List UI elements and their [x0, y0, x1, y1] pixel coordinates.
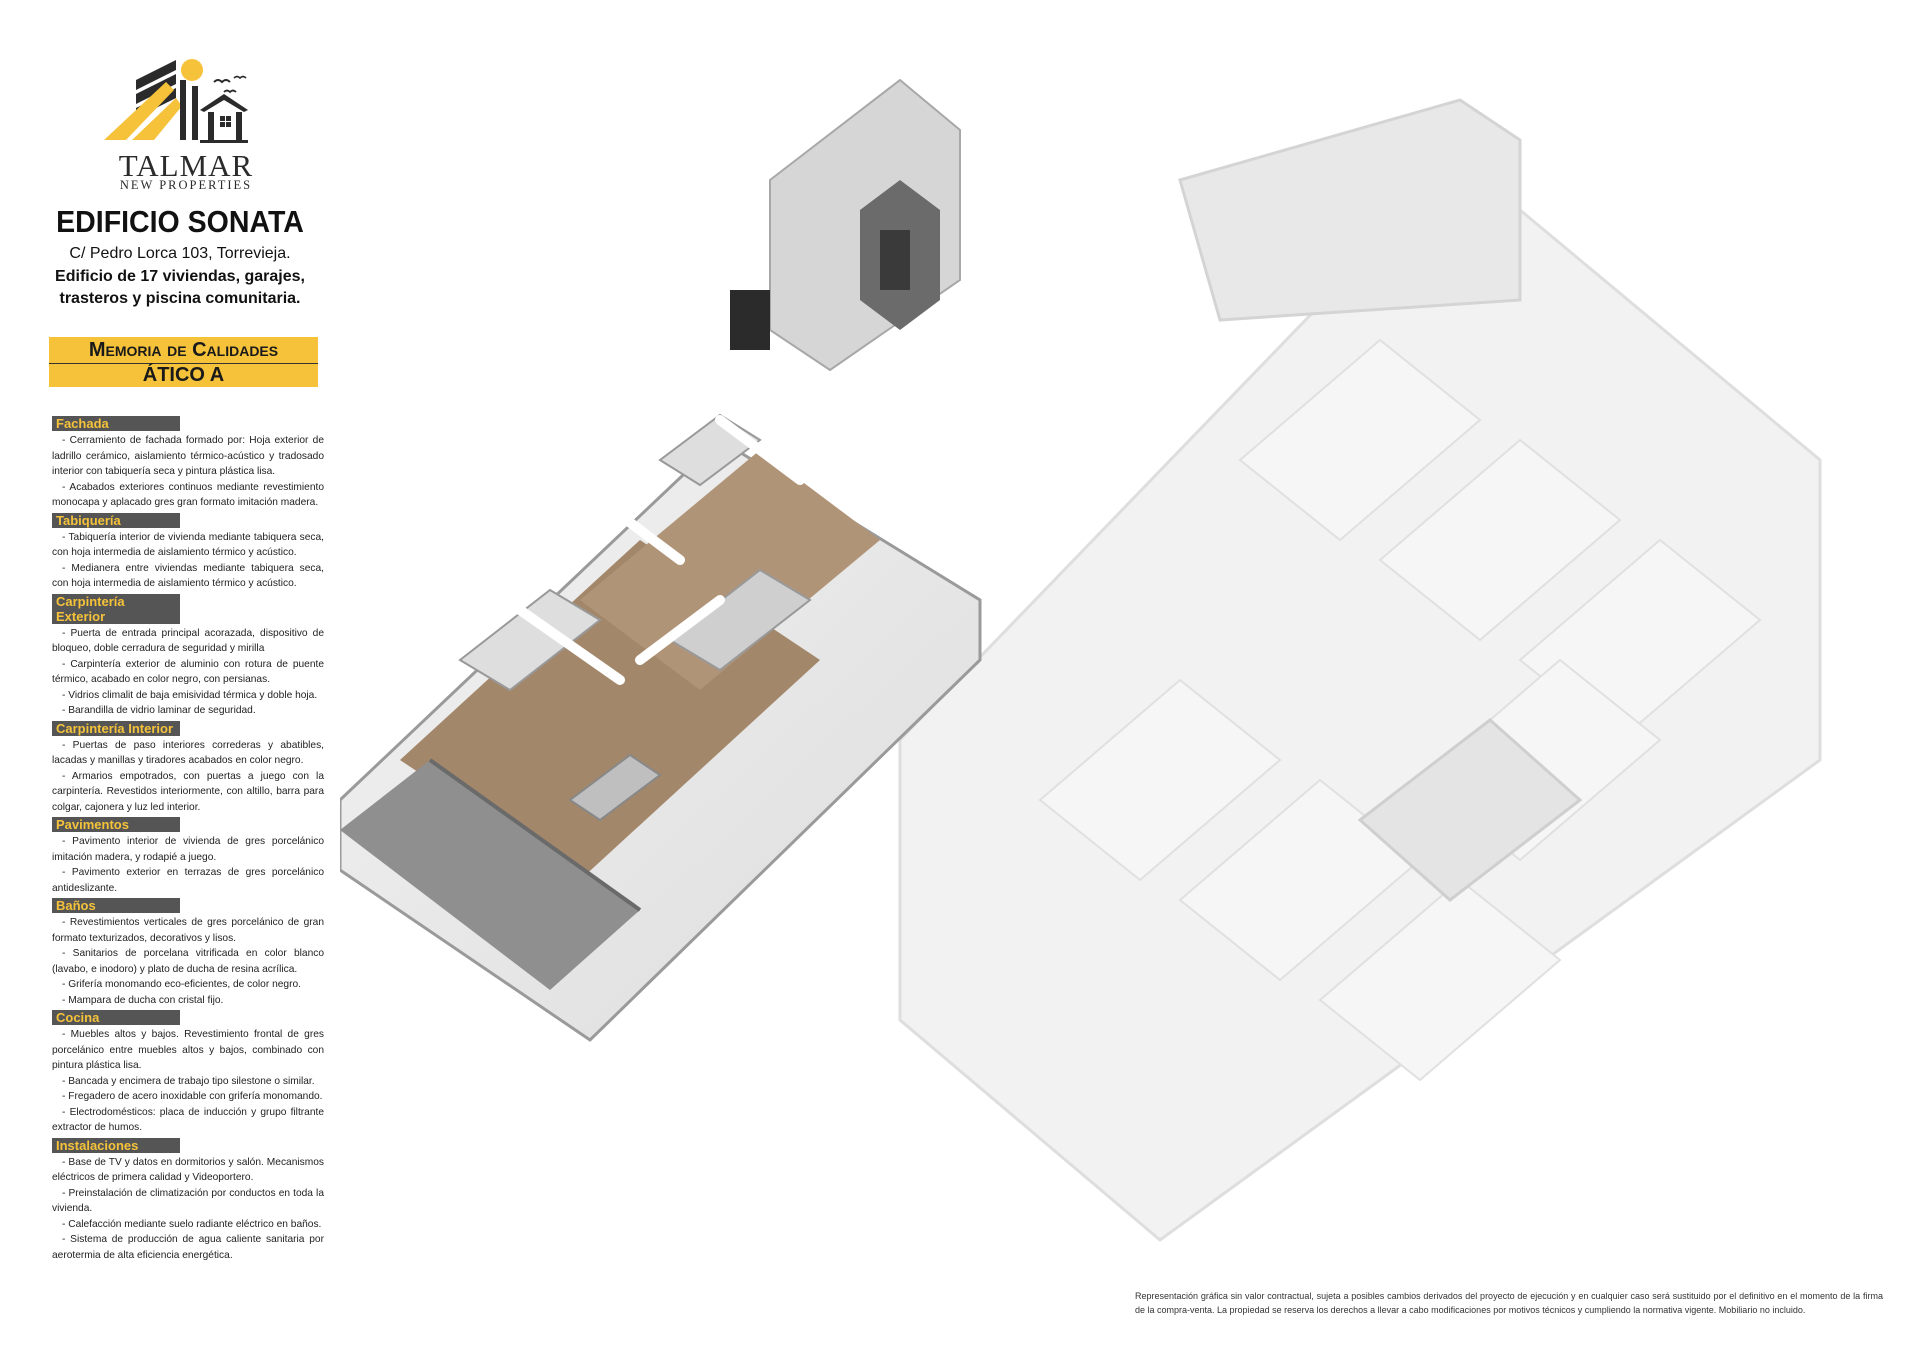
section-item: - Cerramiento de fachada formado por: Ho… — [52, 435, 324, 477]
section-item: - Preinstalación de climatización por co… — [52, 1187, 324, 1215]
building-desc-line2: trasteros y piscina comunitaria. — [59, 290, 301, 307]
section-item: - Barandilla de vidrio laminar de seguri… — [62, 705, 256, 716]
section-item: - Grifería monomando eco-eficientes, de … — [62, 979, 301, 990]
isometric-floor-plan-render — [340, 78, 1822, 1242]
section-item: - Armarios empotrados, con puertas a jue… — [52, 770, 324, 813]
banner-title: Memoria de Calidades — [88, 339, 279, 361]
banner-unit: ÁTICO A — [142, 364, 225, 386]
section-heading: Carpintería Exterior — [52, 593, 180, 624]
section-item: - Tabiquería interior de vivienda median… — [52, 531, 324, 559]
section-item: - Revestimientos verticales de gres porc… — [52, 917, 324, 944]
section-item: - Calefacción mediante suelo radiante el… — [62, 1218, 322, 1230]
section-heading: Cocina — [52, 1010, 180, 1025]
section-item: - Vidrios climalit de baja emisividad té… — [62, 689, 318, 701]
section-item: - Fregadero de acero inoxidable con grif… — [62, 1091, 323, 1102]
disclaimer-text: Representación gráfica sin valor contrac… — [1135, 1291, 1883, 1315]
section-item: - Sanitarios de porcelana vitrificada en… — [52, 948, 324, 975]
brand-name: TALMAR — [118, 148, 254, 183]
section-heading: Tabiquería — [52, 512, 180, 528]
section-item: - Muebles altos y bajos. Revestimiento f… — [52, 1029, 324, 1071]
section-item: - Carpintería exterior de aluminio con r… — [52, 658, 324, 686]
banner-title-band — [49, 337, 318, 364]
section-heading: Baños — [52, 898, 180, 913]
section-item: - Pavimento exterior en terrazas de gres… — [52, 867, 324, 894]
section-item: - Electrodomésticos: placa de inducción … — [52, 1106, 324, 1134]
section-item: - Puerta de entrada principal acorazada,… — [52, 627, 324, 655]
section-item: - Acabados exteriores continuos mediante… — [52, 481, 324, 509]
quality-banner: Memoria de Calidades ÁTICO A — [49, 337, 318, 387]
section-item: - Pavimento interior de vivienda de gres… — [52, 836, 324, 863]
building-name: EDIFICIO SONATA — [56, 204, 304, 239]
section-item: - Bancada y encimera de trabajo tipo sil… — [62, 1075, 315, 1087]
section-heading: Fachada — [52, 416, 180, 431]
section-item: - Base de TV y datos en dormitorios y sa… — [52, 1156, 324, 1184]
section-heading: Carpintería Interior — [52, 720, 180, 736]
section-heading: Instalaciones — [52, 1137, 180, 1153]
section-item: - Mampara de ducha con cristal fijo. — [62, 994, 224, 1006]
section-item: - Medianera entre viviendas mediante tab… — [52, 562, 324, 590]
section-item: - Puertas de paso interiores correderas … — [52, 739, 324, 767]
section-heading: Pavimentos — [52, 817, 180, 832]
brand-tagline: NEW PROPERTIES — [119, 178, 253, 192]
specifications-list: Fachada - Cerramiento de fachada formado … — [52, 414, 324, 1263]
building-address: C/ Pedro Lorca 103, Torrevieja. — [69, 245, 291, 262]
talmar-logo — [104, 59, 248, 143]
building-desc-line1: Edificio de 17 viviendas, garajes, — [55, 268, 305, 285]
section-item: - Sistema de producción de agua caliente… — [52, 1234, 324, 1261]
